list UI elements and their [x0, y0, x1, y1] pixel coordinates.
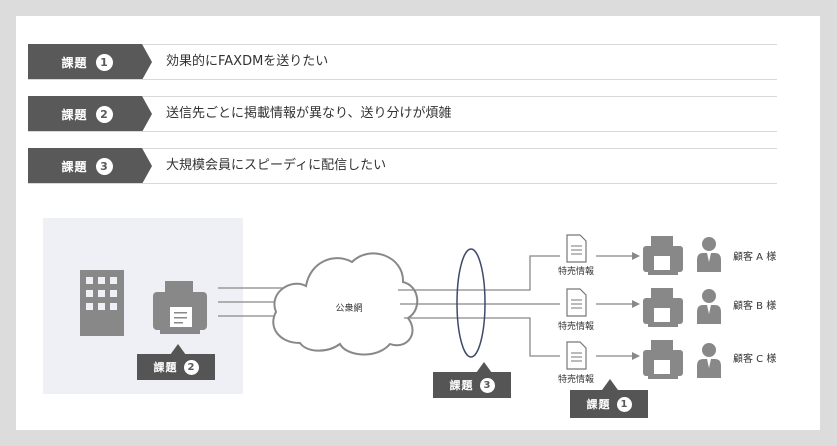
issue-row-3: 課題 3 大規模会員にスピーディに配信したい [28, 148, 777, 184]
cloud-icon [272, 252, 419, 356]
document-label: 特売情報 [558, 373, 594, 385]
divider [28, 96, 777, 97]
fax-machine-icon [643, 340, 683, 379]
building-icon [80, 270, 124, 336]
issue-text-1: 効果的にFAXDMを送りたい [166, 54, 329, 69]
issue-row-2: 課題 2 送信先ごとに掲載情報が異なり、送り分けが煩雑 [28, 96, 777, 132]
divider [28, 131, 777, 132]
arrow-heads [632, 252, 640, 360]
callout-issue-1: 課題 1 [570, 390, 648, 418]
callout-issue-3: 課題 3 [433, 372, 511, 398]
issue-text-2: 送信先ごとに掲載情報が異なり、送り分けが煩雑 [166, 106, 452, 121]
issue-number-badge: 1 [95, 53, 113, 71]
person-icon [697, 343, 721, 378]
fax-machine-icon [153, 281, 207, 334]
branch-lines [398, 255, 632, 357]
callout-tag-label: 課題 [153, 361, 178, 374]
issue-tag-content-3: 課題 3 [28, 148, 146, 184]
issue-tag-label: 課題 [61, 159, 88, 174]
callout-pointer [476, 362, 492, 373]
callout-number-badge: 1 [616, 396, 632, 412]
callout-pointer [170, 344, 186, 355]
callout-pointer [602, 379, 618, 390]
cloud-label: 公衆網 [335, 302, 362, 314]
issue-number-badge: 3 [95, 157, 113, 175]
divider [28, 44, 777, 45]
issue-tag-content-2: 課題 2 [28, 96, 146, 132]
fax-machine-icon [643, 236, 683, 275]
person-icon [697, 289, 721, 324]
callout-tag-label: 課題 [586, 398, 611, 411]
divider [28, 79, 777, 80]
issue-row-1: 課題 1 効果的にFAXDMを送りたい [28, 44, 777, 80]
issue-tag-label: 課題 [61, 55, 88, 70]
fax-machine-icon [643, 288, 683, 327]
selection-ellipse [456, 248, 486, 358]
document-label: 特売情報 [558, 320, 594, 332]
document-icon [566, 234, 587, 263]
issue-number-badge: 2 [95, 105, 113, 123]
issue-tag-3 [28, 148, 152, 184]
callout-number-badge: 2 [183, 359, 199, 375]
customer-label-b: 顧客 B 様 [733, 299, 776, 312]
issue-tag-2 [28, 96, 152, 132]
issue-tag-content-1: 課題 1 [28, 44, 146, 80]
divider [28, 183, 777, 184]
issue-text-3: 大規模会員にスピーディに配信したい [166, 158, 387, 173]
document-icon [566, 341, 587, 370]
document-label: 特売情報 [558, 265, 594, 277]
divider [28, 148, 777, 149]
customer-label-a: 顧客 A 様 [733, 250, 776, 263]
document-icon [566, 288, 587, 317]
callout-issue-2: 課題 2 [137, 354, 215, 380]
callout-number-badge: 3 [479, 377, 495, 393]
callout-tag-label: 課題 [449, 379, 474, 392]
person-icon [697, 237, 721, 272]
customer-label-c: 顧客 C 様 [733, 352, 776, 365]
issue-tag-1 [28, 44, 152, 80]
issue-tag-label: 課題 [61, 107, 88, 122]
